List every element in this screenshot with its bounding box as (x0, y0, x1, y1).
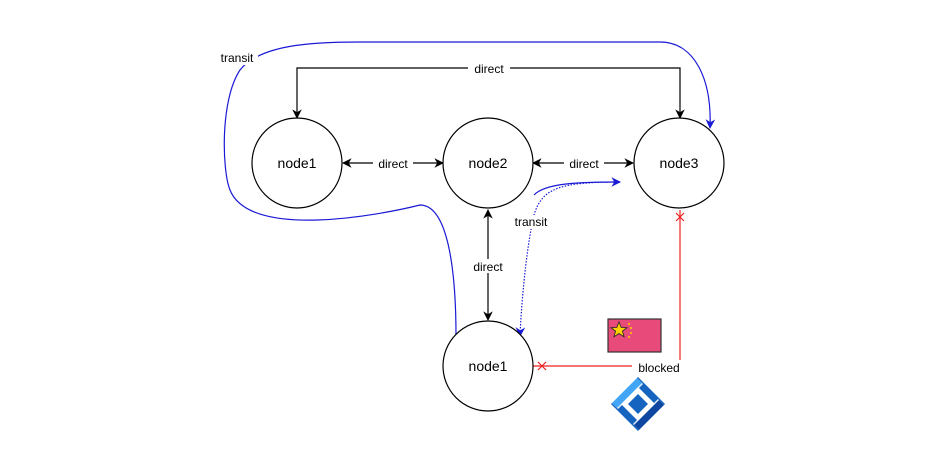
edge-label-node1-node2: direct (378, 157, 408, 171)
node-label: node1 (469, 358, 508, 374)
edge-transit-inner (515, 181, 621, 337)
edge-label-transit-outer: transit (221, 51, 254, 65)
node-label: node2 (469, 155, 508, 171)
edge-label-transit-inner: transit (515, 215, 548, 229)
blocked-x-top-icon (675, 212, 685, 222)
blocked-x-left-icon (537, 361, 547, 371)
node-node1-bottom[interactable]: node1 (442, 320, 534, 412)
node-node1-top[interactable]: node1 (251, 117, 343, 209)
node-label: node3 (660, 155, 699, 171)
node-node3[interactable]: node3 (633, 117, 725, 209)
roskomnadzor-logo-icon (611, 377, 665, 431)
edge-label-node2-node1-bottom: direct (473, 260, 503, 274)
edge-transit-outer (223, 41, 716, 337)
edge-label-node2-node3: direct (569, 157, 599, 171)
node-label: node1 (278, 155, 317, 171)
edge-label-blocked: blocked (638, 361, 679, 375)
china-flag-icon (607, 318, 662, 353)
edge-label-top-direct: direct (474, 62, 504, 76)
node-node2[interactable]: node2 (442, 117, 534, 209)
